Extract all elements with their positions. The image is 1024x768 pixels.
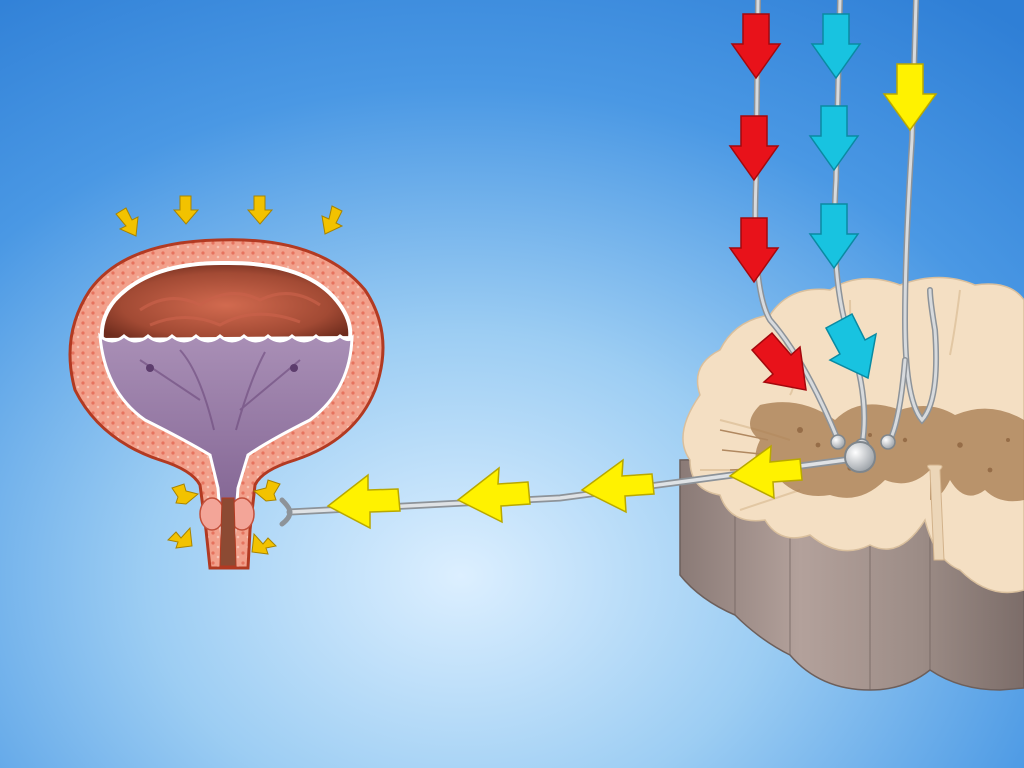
arrow-inward-icon [251, 532, 278, 555]
arrow-down-icon [810, 13, 862, 80]
anterior-median-fissure [927, 464, 945, 561]
yellow-efferent-arrows [326, 444, 803, 530]
arrow-inward-icon [172, 195, 200, 225]
arrow-down-icon [728, 115, 780, 182]
urinary-bladder [68, 238, 385, 570]
arrow-left-icon [456, 466, 531, 524]
arrow-left-icon [728, 444, 803, 500]
arrow-down-icon [808, 105, 860, 172]
arrow-left-icon [326, 473, 401, 530]
cyan-descending-arrows [808, 13, 878, 380]
arrow-inward-icon [246, 195, 274, 225]
arrow-left-icon [580, 458, 655, 514]
arrow-down-icon [730, 13, 782, 80]
bladder-pressure-arrows [115, 195, 344, 555]
yellow-afferent-arrow [882, 63, 938, 132]
arrow-inward-icon [115, 207, 139, 237]
arrow-down-icon [808, 203, 860, 270]
arrow-inward-icon [252, 479, 281, 502]
arrow-down-icon [728, 217, 780, 284]
synapse-terminals [830, 434, 896, 454]
arrow-inward-icon [166, 526, 193, 549]
arrow-down-icon [750, 331, 807, 391]
nerve-ending [279, 497, 293, 527]
grey-matter [750, 402, 1024, 502]
arrow-inward-icon [171, 483, 200, 505]
motor-neuron-soma [844, 441, 876, 473]
arrow-down-icon [824, 312, 878, 380]
urethral-sphincter [199, 497, 255, 531]
arrow-inward-icon [321, 205, 344, 235]
urethra [219, 497, 237, 567]
arrow-down-icon [882, 63, 938, 132]
red-descending-arrows [728, 13, 807, 391]
